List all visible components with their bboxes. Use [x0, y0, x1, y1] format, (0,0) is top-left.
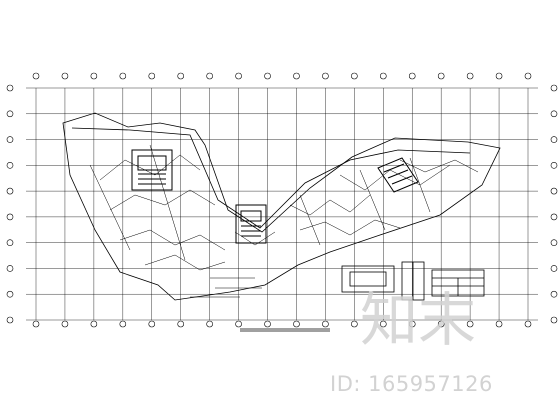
detail-section-a: [341, 265, 395, 293]
grid-bubble: [177, 72, 185, 80]
grid-bubble: [6, 136, 14, 143]
grid-bubble: [550, 187, 558, 195]
grid-bubble: [6, 110, 14, 118]
grid-bubble: [524, 72, 532, 80]
grid-bubble: [61, 320, 69, 328]
grid-bubble: [206, 320, 213, 328]
grid-bubble: [293, 72, 300, 80]
watermark-logo: 知末: [360, 286, 476, 352]
grid-bubble: [6, 187, 14, 195]
grid-bubble: [6, 239, 14, 246]
svg-text:知末: 知末: [360, 286, 476, 352]
grid-bubble: [264, 72, 271, 80]
grid-bubble: [32, 320, 40, 328]
stair-core-center: [235, 204, 267, 244]
structural-bracing: [89, 144, 479, 271]
grid-bubble: [6, 316, 14, 324]
grid-bubble: [322, 320, 329, 328]
drawing-title-mark: [240, 328, 330, 332]
grid-bubble: [466, 320, 474, 328]
grid-bubble: [351, 320, 358, 328]
grid-bubble: [293, 320, 300, 328]
grid-bubble: [61, 72, 69, 80]
grid-bubble: [437, 72, 445, 80]
grid-bubble: [235, 320, 242, 328]
grid-bubble: [235, 72, 242, 80]
grid-bubble: [206, 72, 213, 80]
grid-bubble: [351, 72, 358, 80]
grid-bubble: [322, 72, 329, 80]
grid-bubble: [6, 162, 14, 169]
stair-core-east: [377, 157, 419, 193]
grid-bubble: [379, 72, 387, 80]
grid-bubble: [177, 320, 185, 328]
grid-bubble: [550, 290, 558, 298]
grid-bubble: [550, 162, 558, 169]
grid-bubble: [550, 316, 558, 324]
grid-bubble: [524, 320, 532, 328]
grid-bubble: [6, 213, 14, 221]
stair-core-west: [131, 149, 173, 191]
grid-bubble: [32, 72, 40, 80]
grid-bubble: [6, 265, 14, 272]
grid-bubble: [90, 72, 98, 80]
grid-bubble: [379, 320, 387, 328]
watermark-id: ID: 165957126: [330, 372, 493, 396]
grid-bubble: [6, 290, 14, 298]
grid-bubble: [148, 320, 156, 328]
grid-bubble: [466, 72, 474, 80]
grid-bubble: [550, 110, 558, 118]
grid-bubble: [408, 320, 416, 328]
floor-plate-outline: [62, 112, 501, 301]
grid-bubble: [148, 72, 156, 80]
grid-bubble: [550, 136, 558, 143]
grid-bubble: [6, 84, 14, 92]
axis-bubbles: [6, 72, 558, 328]
grid-bubble: [550, 265, 558, 272]
facade-line-inner: [71, 127, 471, 229]
axis-grid: [26, 87, 538, 321]
building-outline: [62, 112, 501, 301]
grid-bubble: [437, 320, 445, 328]
grid-bubble: [495, 320, 503, 328]
grid-bubble: [264, 320, 271, 328]
grid-bubble: [90, 320, 98, 328]
grid-bubble: [119, 72, 127, 80]
detail-sections: [341, 261, 485, 301]
grid-bubble: [119, 320, 127, 328]
leader-notes: [190, 277, 262, 298]
grid-bubble: [408, 72, 416, 80]
grid-bubble: [550, 239, 558, 246]
grid-bubble: [550, 213, 558, 221]
grid-bubble: [495, 72, 503, 80]
grid-bubble: [550, 84, 558, 92]
